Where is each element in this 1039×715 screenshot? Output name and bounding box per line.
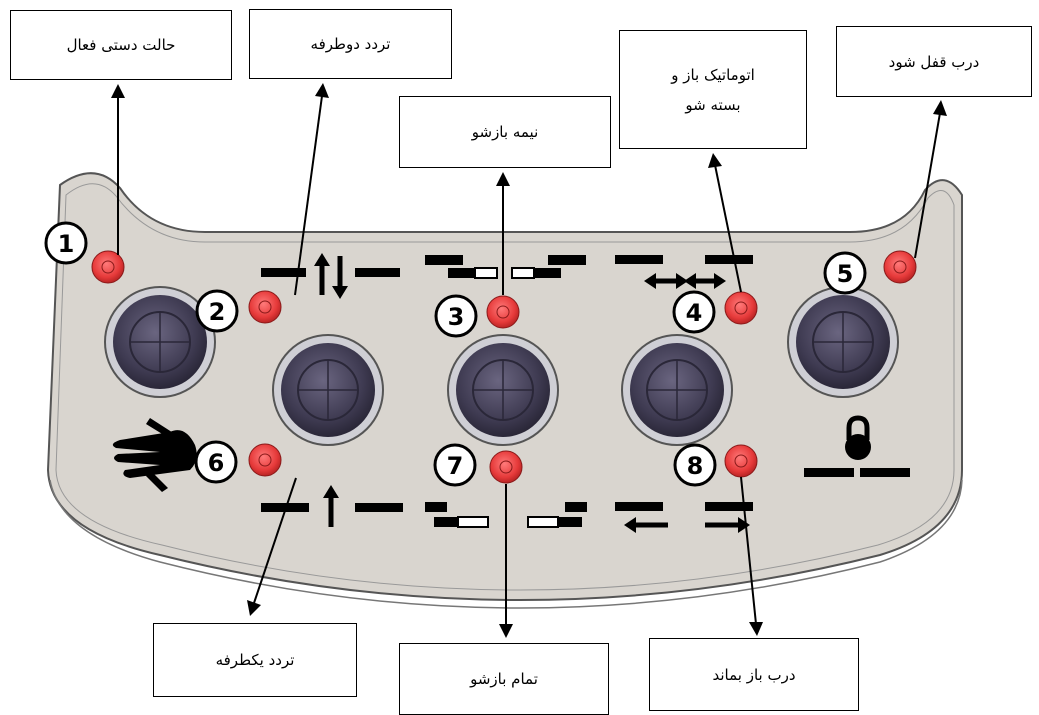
number-badge-8: 8 bbox=[673, 443, 717, 487]
number-badge-label-2: 2 bbox=[209, 298, 226, 326]
label-manual-mode-text: حالت دستی فعال bbox=[66, 36, 176, 54]
label-door-stay-open-text: درب باز بماند bbox=[712, 665, 796, 684]
label-half-open-text: نیمه بازشو bbox=[471, 123, 539, 141]
full-open-icon bbox=[425, 502, 587, 528]
number-badge-label-3: 3 bbox=[448, 303, 465, 331]
label-auto-open-close-line2: بسته شو bbox=[685, 95, 741, 114]
padlock-icon bbox=[804, 415, 910, 477]
up-down-arrows-icon bbox=[261, 253, 400, 299]
label-door-lock: درب قفل شود bbox=[836, 26, 1032, 97]
label-two-way: تردد دوطرفه bbox=[249, 9, 452, 79]
number-badge-4: 4 bbox=[672, 290, 716, 334]
knob-5 bbox=[787, 286, 899, 398]
knob-2 bbox=[272, 334, 384, 446]
red-button-5 bbox=[883, 250, 917, 284]
hand-icon bbox=[112, 418, 197, 492]
label-door-stay-open: درب باز بماند bbox=[649, 638, 859, 711]
label-auto-open-close: اتوماتیک باز و بسته شو bbox=[619, 30, 807, 149]
panel-bottom-rim bbox=[49, 479, 963, 609]
red-button-4 bbox=[724, 291, 758, 325]
left-right-arrows-icon bbox=[615, 502, 753, 533]
half-open-icon bbox=[425, 255, 586, 279]
label-door-lock-text: درب قفل شود bbox=[888, 52, 980, 71]
knob-4 bbox=[621, 334, 733, 446]
panel-inner-edge bbox=[55, 183, 955, 591]
label-full-open: تمام بازشو bbox=[399, 643, 609, 715]
number-badge-3: 3 bbox=[434, 294, 478, 338]
number-badge-5: 5 bbox=[823, 251, 867, 295]
red-button-8 bbox=[724, 444, 758, 478]
number-badge-label-4: 4 bbox=[686, 299, 703, 327]
number-badge-label-5: 5 bbox=[837, 260, 854, 288]
double-horizontal-arrows-icon bbox=[615, 255, 753, 289]
label-full-open-text: تمام بازشو bbox=[470, 670, 538, 688]
up-arrow-icon bbox=[261, 485, 403, 527]
knob-3 bbox=[447, 334, 559, 446]
label-one-way-text: تردد یکطرفه bbox=[215, 651, 295, 669]
red-button-7 bbox=[489, 450, 523, 484]
label-one-way: تردد یکطرفه bbox=[153, 623, 357, 697]
number-badge-6: 6 bbox=[194, 440, 238, 484]
label-half-open: نیمه بازشو bbox=[399, 96, 611, 168]
number-badge-1: 1 bbox=[44, 221, 88, 265]
number-badge-2: 2 bbox=[195, 289, 239, 333]
number-badge-label-8: 8 bbox=[687, 452, 704, 480]
red-button-3 bbox=[486, 295, 520, 329]
label-manual-mode: حالت دستی فعال bbox=[10, 10, 232, 80]
red-button-1 bbox=[91, 250, 125, 284]
leader-arrows bbox=[111, 83, 947, 638]
label-auto-open-close-line1: اتوماتیک باز و bbox=[671, 65, 755, 84]
number-badge-label-7: 7 bbox=[447, 452, 464, 480]
number-badge-label-6: 6 bbox=[208, 449, 225, 477]
number-badge-7: 7 bbox=[433, 443, 477, 487]
label-two-way-text: تردد دوطرفه bbox=[310, 35, 391, 53]
number-badge-label-1: 1 bbox=[58, 230, 75, 258]
red-button-2 bbox=[248, 290, 282, 324]
knob-1 bbox=[104, 286, 216, 398]
red-button-6 bbox=[248, 443, 282, 477]
